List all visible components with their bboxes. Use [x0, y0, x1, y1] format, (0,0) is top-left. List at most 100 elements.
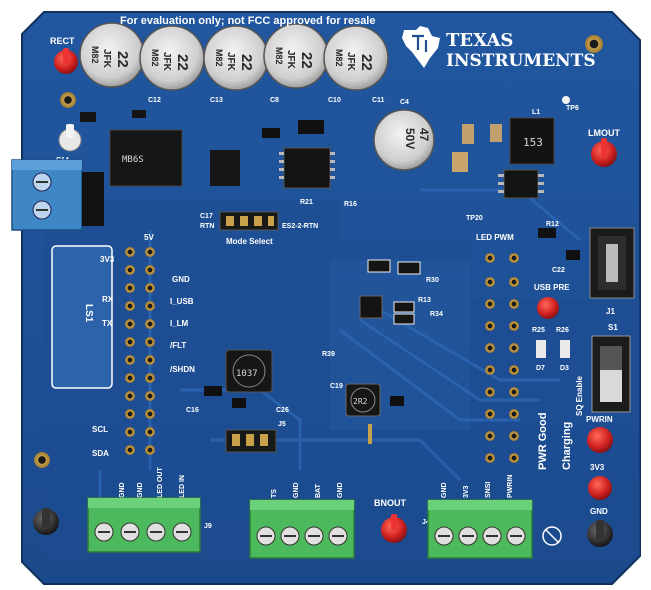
- svg-text:2R2: 2R2: [353, 397, 368, 406]
- j9-pin-label: GND: [137, 482, 144, 498]
- smd-cap: [452, 152, 468, 172]
- tp20-label: TP20: [466, 215, 483, 222]
- svg-text:JFK: JFK: [161, 52, 172, 72]
- terminal-block-j9[interactable]: [87, 497, 201, 553]
- pwr-good-label: PWR Good: [537, 413, 549, 470]
- smd-diode: [298, 120, 324, 134]
- svg-text:MB6S: MB6S: [122, 155, 144, 165]
- smd-resistor: [367, 259, 391, 273]
- inductor-small: 1037: [225, 349, 273, 393]
- ref-r13: R13: [418, 297, 431, 304]
- ref-d3: D3: [560, 365, 569, 372]
- usb-pre-label: USB PRE: [534, 283, 570, 292]
- ic-u3: [359, 295, 383, 319]
- svg-text:M82: M82: [90, 46, 100, 64]
- j4-pin-label: PWRIN: [507, 475, 514, 498]
- header-label-scl: SCL: [92, 425, 108, 434]
- mid-pin-label: GND: [293, 482, 300, 498]
- mid-pin-label: GND: [337, 482, 344, 498]
- ic-u2: [498, 169, 544, 199]
- usb-pre-test-point: [537, 297, 559, 319]
- mounting-holes: [34, 35, 603, 468]
- led-d7: [536, 340, 546, 358]
- svg-text:1037: 1037: [236, 369, 258, 379]
- header-label-3v3: 3V3: [100, 255, 115, 264]
- ref-r16: R16: [344, 201, 357, 208]
- svg-text:INSTRUMENTS: INSTRUMENTS: [446, 51, 596, 71]
- cap-ref: C8: [270, 97, 279, 104]
- tp6-label: TP6: [566, 105, 579, 112]
- svg-text:JFK: JFK: [345, 52, 356, 72]
- smd-resistor: [397, 261, 421, 275]
- terminal-block-j4[interactable]: [427, 499, 533, 559]
- electrolytic-cap-row: 22 JFK M82 22 JFK M82 22 JFK M82 22 JFK …: [79, 22, 389, 91]
- svg-text:M82: M82: [150, 49, 160, 67]
- j4-label: J4: [422, 519, 430, 526]
- j5-label: J5: [278, 421, 286, 428]
- ref-d7: D7: [536, 365, 545, 372]
- header-label-flt: /FLT: [170, 341, 186, 350]
- svg-text:JFK: JFK: [285, 50, 296, 70]
- header-5v-label: 5V: [144, 233, 154, 242]
- white-test-point: [58, 124, 82, 152]
- inductor-l1: 153: [509, 117, 555, 165]
- gnd-post: [587, 520, 613, 547]
- no-lead-mark-icon: [542, 526, 562, 546]
- test-jumper: [368, 424, 372, 444]
- electrolytic-cap-c4: 47 50V: [373, 109, 435, 171]
- v3v3-test-point: [588, 476, 612, 500]
- mode-select-label: Mode Select: [226, 237, 273, 246]
- ref-c16: C16: [186, 407, 199, 414]
- sq-enable-switch[interactable]: [591, 335, 631, 413]
- pin-column-right: [485, 253, 519, 463]
- header-label-shdn: /SHDN: [170, 365, 195, 374]
- j4-pin-label: GND: [441, 482, 448, 498]
- mode-select-jumper[interactable]: [219, 211, 279, 231]
- electrolytic-cap: 22 JFK M82: [139, 25, 205, 91]
- ref-r25: R25: [532, 327, 545, 334]
- bnout-test-point: [381, 514, 407, 543]
- terminal-block-battery[interactable]: [249, 499, 355, 559]
- j9-pin-label: LED OUT: [157, 467, 164, 498]
- svg-text:22: 22: [358, 54, 375, 71]
- ref-r39: R39: [322, 351, 335, 358]
- header-label-sda: SDA: [92, 449, 109, 458]
- electrolytic-cap: 22 JFK M82: [263, 23, 329, 89]
- svg-text:22: 22: [298, 52, 315, 69]
- bridge-rectifier: MB6S: [109, 129, 183, 187]
- svg-text:TEXAS: TEXAS: [446, 30, 513, 51]
- ti-logo: TEXAS INSTRUMENTS: [402, 26, 596, 71]
- header-label-tx: TX: [102, 319, 113, 328]
- ref-c26: C26: [276, 407, 289, 414]
- inductor-l2: 2R2: [345, 383, 381, 417]
- j9-pin-label: GND: [119, 482, 126, 498]
- electrolytic-cap: 22 JFK M82: [323, 25, 389, 91]
- smd-chip: [262, 128, 280, 138]
- usb-connector-j1[interactable]: [589, 227, 635, 299]
- smd-cap: [490, 124, 502, 142]
- ref-c19: C19: [330, 383, 343, 390]
- ref-c4: C4: [400, 99, 409, 106]
- ref-r30: R30: [426, 277, 439, 284]
- header-label-ilm: I_LM: [170, 319, 189, 328]
- svg-text:JFK: JFK: [101, 49, 112, 69]
- ref-r26: R26: [556, 327, 569, 334]
- header-label-rx: RX: [102, 295, 114, 304]
- charging-label: Charging: [561, 422, 573, 470]
- j4-pin-label: 3V3: [463, 485, 470, 498]
- electrolytic-cap: 22 JFK M82: [79, 22, 145, 88]
- s1-label: S1: [608, 323, 618, 332]
- tp6-pad: [562, 96, 570, 104]
- mid-pin-label: TS: [271, 489, 278, 498]
- svg-text:47: 47: [417, 128, 431, 142]
- ref-r34: R34: [430, 311, 443, 318]
- jumper-j5[interactable]: [225, 429, 277, 453]
- pin-header-left: [125, 247, 155, 455]
- svg-text:153: 153: [523, 136, 543, 149]
- ref-l1: L1: [532, 109, 540, 116]
- smd-diode: [210, 150, 240, 186]
- j9-pin-label: LED IN: [179, 475, 186, 498]
- lmout-label: LMOUT: [588, 128, 620, 138]
- svg-text:M82: M82: [274, 47, 284, 65]
- svg-text:22: 22: [114, 51, 131, 68]
